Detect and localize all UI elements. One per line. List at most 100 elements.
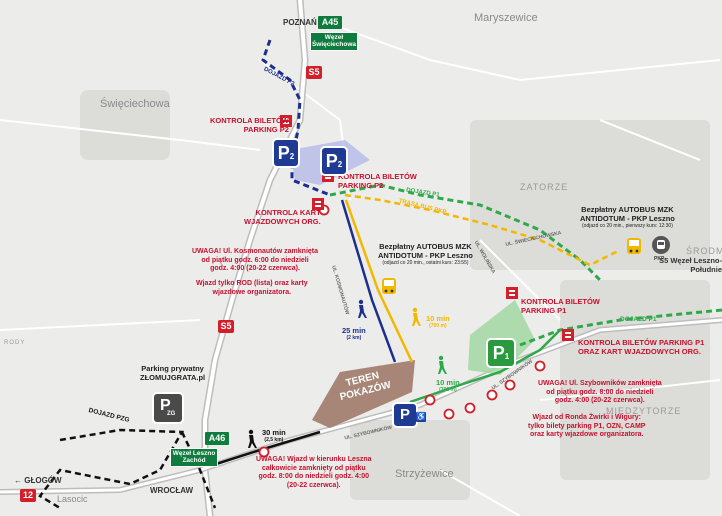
train-icon xyxy=(652,236,670,254)
label-s5-wezel-leszno-poludnie: S5 Węzeł Leszno-Południe xyxy=(659,256,722,274)
route-dojazd-p1-east xyxy=(519,308,722,347)
notice-line: (20-22 czerwca). xyxy=(286,481,341,489)
walker-icon-black xyxy=(248,429,257,448)
pkp-label: PKP xyxy=(654,256,665,262)
checkpoint-p2-mid: KONTROLA BILETÓW PARKING P2 xyxy=(338,172,417,190)
checkpoint-line: KONTROLA BILETÓW xyxy=(210,116,289,125)
checkpoint-line: KONTROLA BILETÓW xyxy=(338,172,417,181)
walk-time: 10 min xyxy=(426,314,450,323)
ticket-gate-icon xyxy=(280,115,574,341)
bus-title-line: Bezpłatny AUTOBUS MZK xyxy=(379,242,472,251)
bus-title-line: ANTIDOTUM - PKP Leszno xyxy=(378,251,473,260)
parking-sub: 1 xyxy=(504,352,510,361)
checkpoint-line: KONTROLA BILETÓW xyxy=(521,297,600,306)
parking-p1-sign: P1 xyxy=(486,338,516,368)
parking-p2-sign-b: P2 xyxy=(320,146,348,176)
walk-route-green xyxy=(409,329,561,404)
notice-line: UWAGA! Ul. Szybowników zamknięta xyxy=(538,380,662,387)
road-s5-top: S5 xyxy=(306,66,322,79)
label-dojazd-p1-east: DOJAZD P1 xyxy=(620,316,657,323)
sign-wezel-swieciechowa: Węzeł Święciechowa xyxy=(310,32,358,51)
checkpoint-p1-cards: KONTROLA BILETÓW PARKING P1 ORAZ KART WJ… xyxy=(578,338,704,356)
walker-icon-blue xyxy=(358,299,367,318)
bus-title-line: ANTIDOTUM - PKP Leszno xyxy=(580,214,675,223)
walk-dist: (700 m) xyxy=(429,323,447,329)
notice-line: Wjazd tylko ROD (lista) oraz karty xyxy=(196,280,308,287)
road-a45: A45 xyxy=(318,16,342,29)
parking-letter: P xyxy=(160,397,171,414)
parking-letter: P xyxy=(492,343,505,363)
notice-line: godz. 4:00 (20-22 czerwca). xyxy=(554,397,645,404)
route-bus-pkp xyxy=(344,193,621,267)
walk-dist: (2 km) xyxy=(346,335,362,341)
accessible-parking-sign: P xyxy=(392,402,418,428)
checkpoint-p2-top: KONTROLA BILETÓW PARKING P2 xyxy=(210,116,289,134)
route-dojazd-pzg xyxy=(38,428,185,510)
walk-time-10-yellow: 10 min (700 m) xyxy=(426,314,450,329)
notice-line: całkowicie zamknięty od piątku xyxy=(261,464,366,472)
place-miedzytorze: MIEDZYTORZE xyxy=(606,406,682,416)
walk-time: 30 min xyxy=(262,428,286,437)
walk-dist: (2,5 km) xyxy=(264,437,284,443)
walker-icon-yellow xyxy=(412,307,421,326)
checkpoint-karty: KONTROLA KART WJAZDOWYCH ORG. xyxy=(244,208,321,226)
bus-note: (odjazd co 20 min., pierwszy kurs: 12:30… xyxy=(582,223,673,229)
checkpoint-p1: KONTROLA BILETÓW PARKING P1 xyxy=(521,297,600,315)
bus-icon-right xyxy=(627,238,641,254)
walk-dist: (700 m) xyxy=(439,387,457,393)
direction-glogow-label: GŁOGÓW xyxy=(24,476,62,485)
notice-line: oraz karty wjazdowe organizatora. xyxy=(529,431,644,438)
notice-szybownikow: UWAGA! Ul. Szybowników zamknięta od piąt… xyxy=(538,380,662,406)
direction-glogow: ← GŁOGÓW xyxy=(14,476,62,485)
walk-time: 10 min xyxy=(436,378,460,387)
checkpoint-line: PARKING P2 xyxy=(338,181,384,190)
road-s5-mid: S5 xyxy=(218,320,234,333)
bus-icon-center xyxy=(382,278,396,294)
place-lasocice: Lasocic xyxy=(57,494,88,504)
bus-info-right: Bezpłatny AUTOBUS MZK ANTIDOTUM - PKP Le… xyxy=(580,205,675,229)
parking-p2-sign-a: P2 xyxy=(272,138,300,168)
notice-line: godz. 4:00 (20-22 czerwca). xyxy=(210,265,300,272)
checkpoint-line: KONTROLA BILETÓW PARKING P1 xyxy=(578,338,705,347)
notice-line: tylko bilety parking P1, OZN, CAMP xyxy=(528,422,646,430)
place-zatorze: ZATORZE xyxy=(520,182,569,192)
place-swieciechowa: Święciechowa xyxy=(100,98,170,110)
direction-wroclaw: WROCŁAW xyxy=(150,486,194,495)
walk-time-25: 25 min (2 km) xyxy=(342,326,366,341)
route-dojazd-p2 xyxy=(261,39,331,197)
closure-markers xyxy=(258,204,546,458)
walk-time-30: 30 min (2,5 km) xyxy=(262,428,286,443)
route-dojazd-p1 xyxy=(329,183,602,282)
checkpoint-line: WJAZDOWYCH ORG. xyxy=(244,217,321,226)
private-parking-line: Parking prywatny xyxy=(141,364,204,373)
notice-kosmonautow: UWAGA! Ul. Kosmonautów zamknięta od piąt… xyxy=(192,248,318,274)
teren-pokazow-area xyxy=(312,360,415,428)
notice-line: UWAGA! Ul. Kosmonautów zamknięta xyxy=(192,248,319,255)
walk-route-yellow xyxy=(344,199,414,363)
checkpoint-line: KONTROLA KART xyxy=(255,208,321,217)
notice-rod: Wjazd tylko ROD (lista) oraz karty wjazd… xyxy=(196,280,308,297)
walker-icon-green xyxy=(438,355,447,374)
notice-line: od piątku godz. 6:00 do niedzieli xyxy=(201,256,309,264)
walk-time-10-green: 10 min (700 m) xyxy=(436,378,460,393)
parking-letter: P xyxy=(325,151,338,171)
notice-line: od piątku godz. 8:00 do niedzieli xyxy=(546,388,654,396)
notice-line: Wjazd od Ronda Żwirki i Wigury: xyxy=(532,414,641,421)
wheelchair-icon: ♿ xyxy=(416,412,426,422)
notice-line: godz. 8:00 do niedzieli godz. 4:00 xyxy=(258,473,369,480)
notice-ronda: Wjazd od Ronda Żwirki i Wigury: tylko bi… xyxy=(528,414,645,440)
place-srodm: ŚRODM xyxy=(686,246,722,256)
parking-sub: 2 xyxy=(337,160,343,169)
walk-time: 25 min xyxy=(342,326,366,335)
notice-leszna: UWAGA! Wjazd w kierunku Leszna całkowici… xyxy=(256,456,372,490)
checkpoint-line: PARKING P2 xyxy=(243,125,289,134)
road-12: 12 xyxy=(20,489,36,502)
private-parking-label: Parking prywatny ZŁOMUJGRATA.pl xyxy=(140,364,205,382)
parking-letter: P xyxy=(277,143,290,163)
parking-sub: ZG xyxy=(167,411,176,417)
place-maryszewice: Maryszewice xyxy=(474,12,538,24)
notice-line: wjazdowe organizatora. xyxy=(212,288,292,296)
checkpoint-line: PARKING P1 xyxy=(521,306,567,315)
